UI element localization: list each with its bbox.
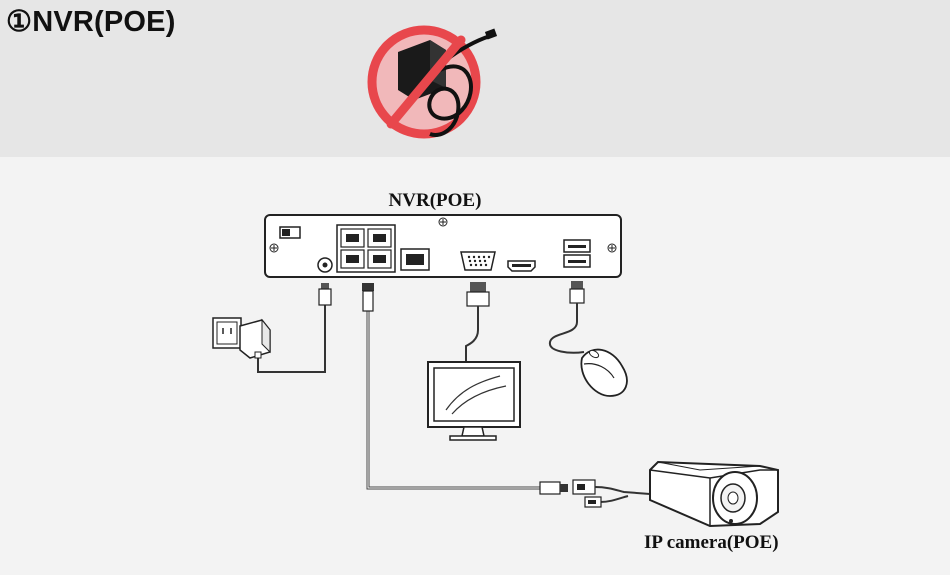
vga-cable	[465, 282, 490, 362]
camera-pigtail	[584, 486, 651, 508]
power-cable	[257, 304, 326, 373]
wall-power-adapter-icon	[212, 317, 271, 359]
nvr-label: NVR(POE)	[388, 190, 482, 211]
section-title: ①NVR(POE)	[6, 6, 176, 38]
poe-network-cable	[362, 283, 596, 495]
usb-mouse-cable	[548, 281, 585, 354]
monitor-icon	[427, 361, 521, 441]
dc-plug	[318, 283, 332, 306]
mouse-icon	[580, 348, 628, 397]
nvr-box-icon	[264, 214, 622, 278]
camera-label: IP camera(POE)	[644, 532, 779, 553]
no-power-adapter-icon	[367, 25, 498, 139]
bullet-camera-icon	[649, 460, 779, 528]
